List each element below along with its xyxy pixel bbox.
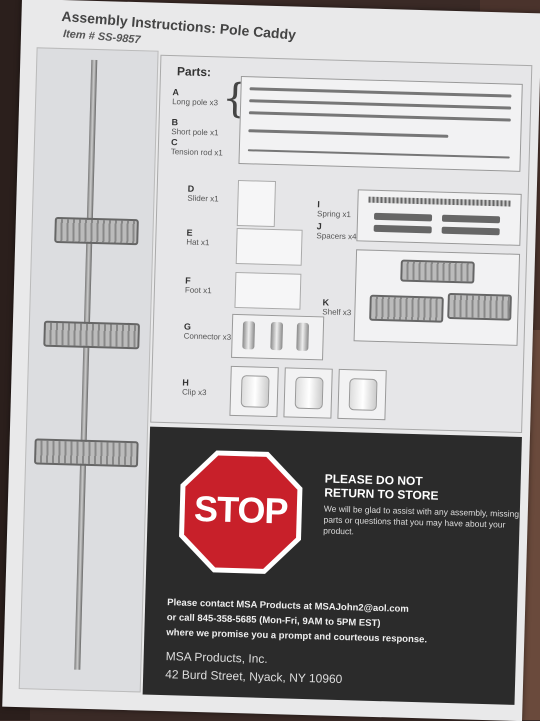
hat-image <box>235 227 303 266</box>
contact-info: Please contact MSA Products at MSAJohn2@… <box>166 595 507 649</box>
stop-sign-icon: STOP <box>176 447 305 576</box>
assembled-shelf-top <box>54 216 139 246</box>
spring-spacers-image <box>356 189 522 246</box>
company-info: MSA Products, Inc. 42 Burd Street, Nyack… <box>165 647 506 692</box>
shelves-image <box>353 249 521 346</box>
notice-title: PLEASE DO NOT RETURN TO STORE <box>324 471 439 503</box>
clip-image-3 <box>337 368 387 421</box>
poles-image <box>238 76 523 172</box>
slider-image <box>236 179 276 228</box>
stop-sign-text: STOP <box>193 487 289 532</box>
foot-image <box>234 271 302 310</box>
assembled-caddy-panel <box>18 47 159 693</box>
assembled-pole <box>74 59 98 670</box>
notice-body: We will be glad to assist with any assem… <box>323 503 520 537</box>
clip-image-1 <box>229 365 279 418</box>
parts-heading: Parts: <box>176 64 212 80</box>
clip-image-2 <box>283 367 333 419</box>
notice-panel: STOP PLEASE DO NOT RETURN TO STORE We wi… <box>142 426 522 705</box>
connector-image <box>231 313 325 361</box>
assembled-shelf-middle <box>43 320 140 350</box>
assembled-shelf-bottom <box>33 438 139 468</box>
item-number: Item # SS-9857 <box>62 28 141 47</box>
